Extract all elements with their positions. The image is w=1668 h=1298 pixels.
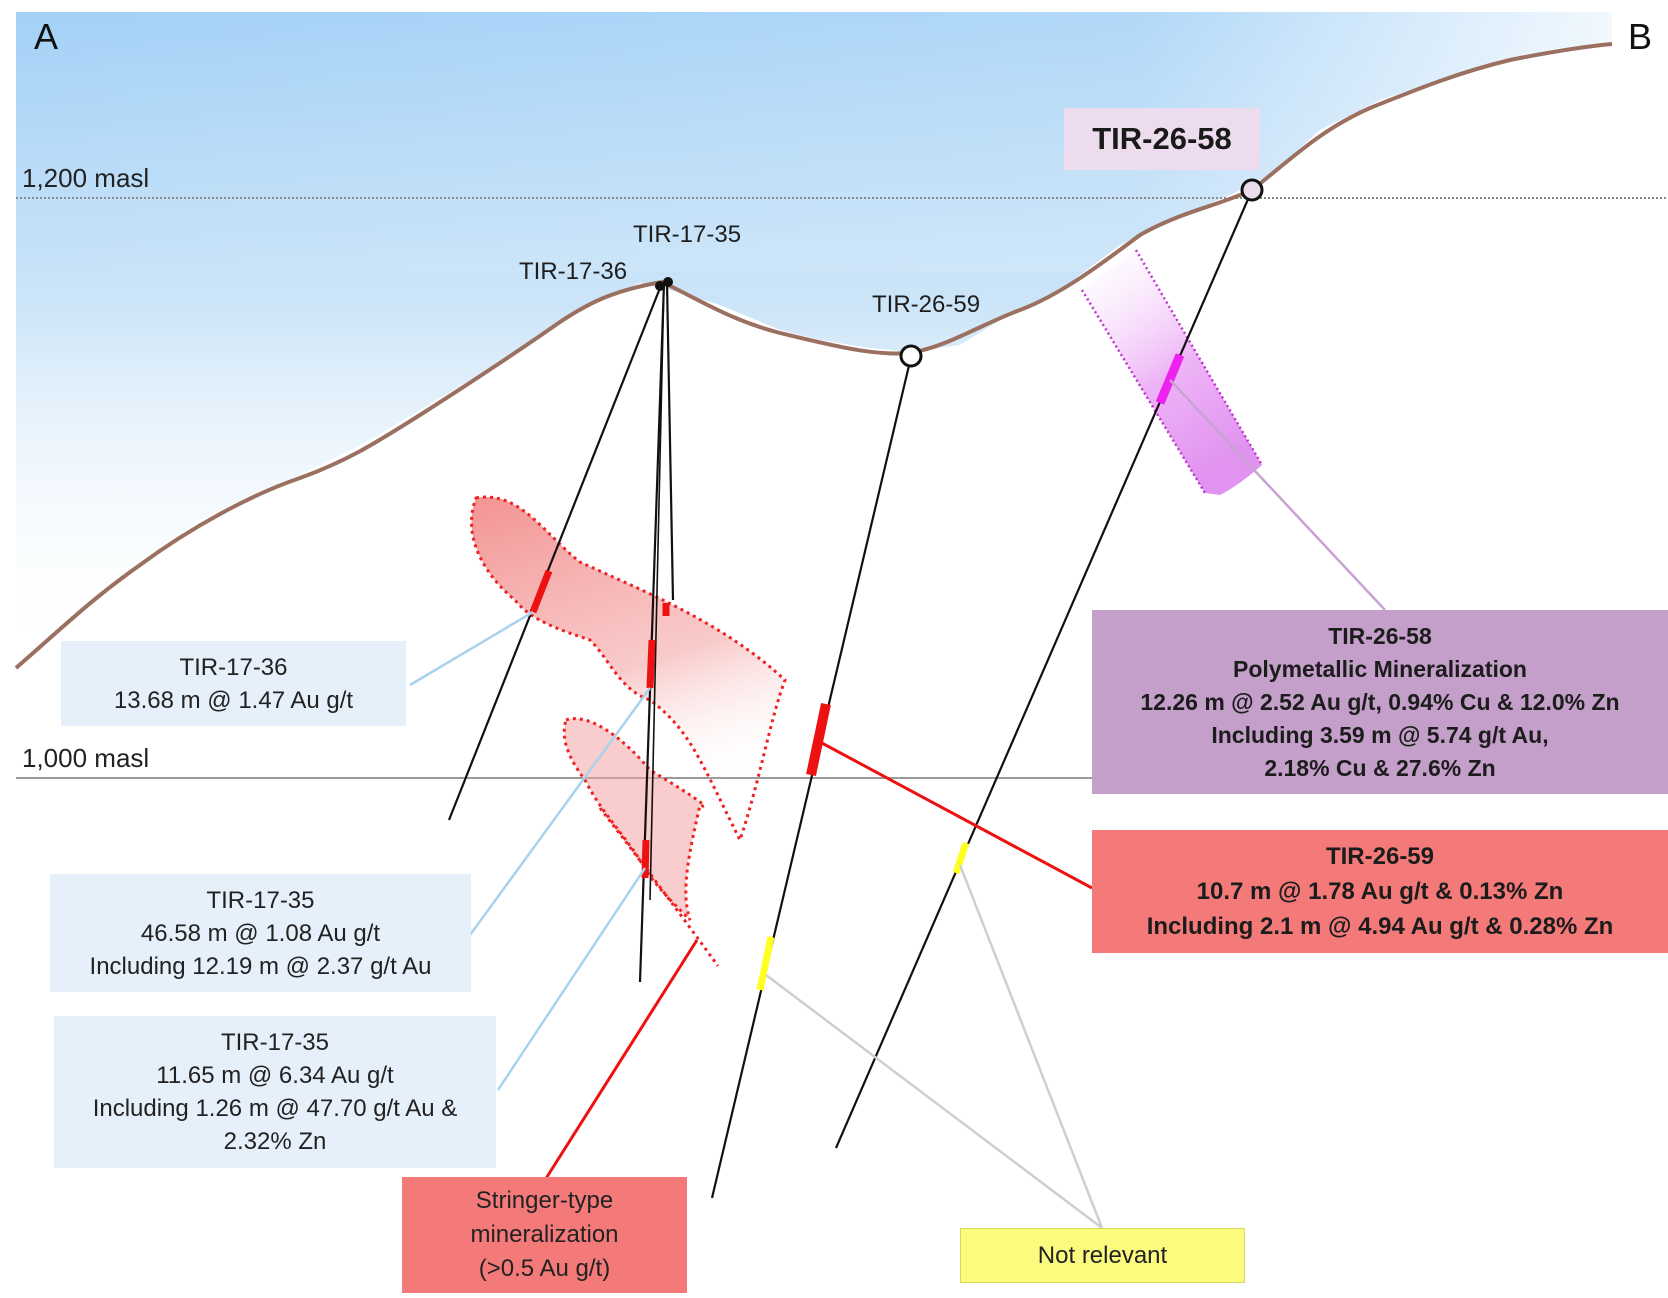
callout-line: 13.68 m @ 1.47 Au g/t xyxy=(113,686,354,714)
drill-trace-tir-17-35-c xyxy=(649,282,665,901)
leader-tir-17-35-lower xyxy=(496,867,647,1091)
callout-line: TIR-17-35 xyxy=(206,886,315,914)
callout-line: Including 12.19 m @ 2.37 g/t Au xyxy=(89,952,432,980)
callout-line: Including 2.1 m @ 4.94 Au g/t & 0.28% Zn xyxy=(1146,913,1614,940)
sky-fade xyxy=(16,12,1612,272)
leader-stringer xyxy=(543,939,699,1181)
legend-stringer-mineralization: Stringer-type mineralization (>0.5 Au g/… xyxy=(402,1177,687,1293)
hole-label-tir-26-58: TIR-26-58 xyxy=(1064,108,1260,170)
hole-label-tir-17-36: TIR-17-36 xyxy=(519,258,628,285)
stringer-zone-lower xyxy=(562,717,706,922)
interval-tir-17-35-lower xyxy=(641,839,650,879)
callout-line: 2.32% Zn xyxy=(223,1128,327,1155)
hole-label-tir-26-59: TIR-26-59 xyxy=(872,291,981,318)
callout-tir-17-36: TIR-17-36 13.68 m @ 1.47 Au g/t xyxy=(61,641,406,726)
legend-line: (>0.5 Au g/t) xyxy=(478,1255,611,1282)
polymetallic-zone-edge-2 xyxy=(1134,249,1264,466)
drill-trace-tir-17-36 xyxy=(447,282,664,821)
legend-line: Not relevant xyxy=(1037,1241,1168,1269)
elevation-label-1200: 1,200 masl xyxy=(22,163,150,193)
leader-tir-26-59 xyxy=(819,740,1093,890)
drill-trace-tir-26-58 xyxy=(834,189,1254,1149)
legend-not-relevant: Not relevant xyxy=(960,1228,1245,1283)
leader-tir-26-58 xyxy=(1169,379,1386,611)
callout-line: 12.26 m @ 2.52 Au g/t, 0.94% Cu & 12.0% … xyxy=(1140,688,1620,715)
stringer-zone-upper xyxy=(470,495,787,844)
collar-tir-17-35 xyxy=(663,277,673,287)
collar-tir-17-36 xyxy=(655,281,665,291)
collar-tir-26-58 xyxy=(1240,178,1264,202)
hole-label-tir-17-35: TIR-17-35 xyxy=(633,221,742,248)
leader-tir-17-35-upper xyxy=(468,687,652,936)
legend-line: mineralization xyxy=(470,1221,619,1248)
interval-not-relevant-2 xyxy=(952,841,970,875)
callout-line: Including 1.26 m @ 47.70 g/t Au & xyxy=(92,1095,458,1122)
callout-tir-17-35-upper: TIR-17-35 46.58 m @ 1.08 Au g/t Includin… xyxy=(50,874,471,992)
callout-tir-26-59: TIR-26-59 10.7 m @ 1.78 Au g/t & 0.13% Z… xyxy=(1092,830,1668,953)
section-start-label: A xyxy=(34,16,59,57)
legend-line: Stringer-type xyxy=(475,1187,614,1214)
leader-not-relevant-2 xyxy=(958,864,1104,1229)
callout-line: 11.65 m @ 6.34 Au g/t xyxy=(156,1062,394,1089)
drill-trace-tir-26-59 xyxy=(710,356,913,1199)
leader-not-relevant-1 xyxy=(765,974,1103,1229)
stringer-zone-lower-outline xyxy=(598,807,720,967)
callout-line: TIR-17-35 xyxy=(220,1029,330,1056)
collar-tir-26-59 xyxy=(899,344,923,368)
callout-line: 10.7 m @ 1.78 Au g/t & 0.13% Zn xyxy=(1196,878,1564,905)
callout-line: 46.58 m @ 1.08 Au g/t xyxy=(140,919,381,947)
interval-tir-26-58 xyxy=(1155,353,1185,405)
callout-line: Including 3.59 m @ 5.74 g/t Au, xyxy=(1211,721,1549,748)
interval-tir-17-36 xyxy=(529,569,553,614)
callout-line: TIR-26-58 xyxy=(1328,622,1432,649)
interval-tir-17-35-upper xyxy=(646,639,656,689)
drill-trace-tir-17-35-b xyxy=(665,282,675,601)
callout-line: TIR-17-36 xyxy=(179,653,288,681)
callout-line: 2.18% Cu & 27.6% Zn xyxy=(1264,754,1496,781)
callout-line: Polymetallic Mineralization xyxy=(1233,655,1527,682)
elevation-label-1000: 1,000 masl xyxy=(22,743,150,773)
callout-tir-17-35-lower: TIR-17-35 11.65 m @ 6.34 Au g/t Includin… xyxy=(54,1016,496,1168)
interval-tir-26-59 xyxy=(806,702,831,777)
terrain-profile xyxy=(14,42,1613,670)
leader-tir-17-36 xyxy=(409,610,534,687)
interval-not-relevant-1 xyxy=(756,936,775,991)
section-end-label: B xyxy=(1628,16,1653,57)
callout-line: TIR-26-59 xyxy=(1325,843,1435,870)
callout-tir-26-58: TIR-26-58 Polymetallic Mineralization 12… xyxy=(1092,610,1668,794)
